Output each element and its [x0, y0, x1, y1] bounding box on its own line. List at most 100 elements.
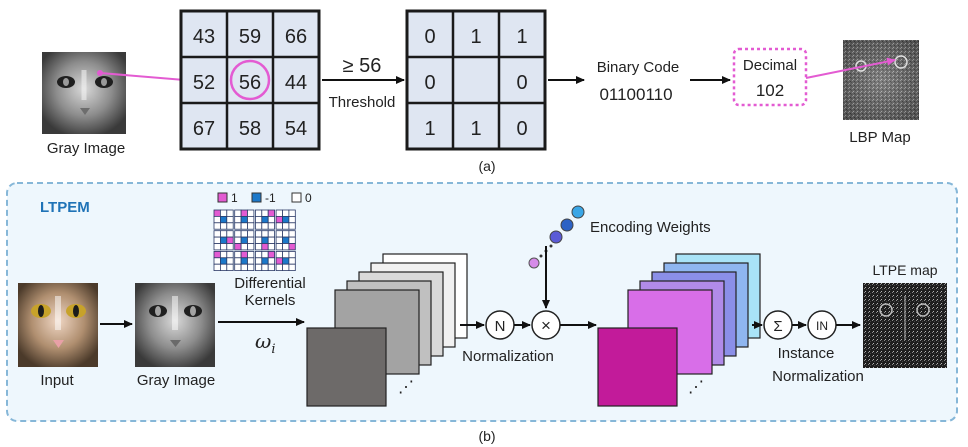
kernel-cell [234, 230, 242, 238]
decimal-value: 102 [756, 81, 784, 100]
kernel-cell [240, 257, 248, 265]
kernel-cell [282, 243, 290, 251]
binary-cell: 1 [516, 26, 527, 48]
encoded-feature-stack [597, 253, 761, 407]
binary-grid: 0 1 1 0 0 1 1 0 [405, 9, 547, 151]
legend-label-zero: 0 [305, 191, 312, 205]
kernel-cell [240, 215, 248, 224]
kernel-cell [226, 250, 234, 259]
kernel-cell [275, 209, 283, 217]
threshold-label: Threshold [329, 94, 396, 111]
kernel-cell [213, 263, 221, 272]
binary-cell: 0 [516, 72, 527, 94]
kernel-cell [219, 215, 228, 224]
grid-cell: 67 [193, 118, 215, 140]
legend-label-positive: 1 [231, 191, 238, 205]
kernel-cell [288, 243, 296, 251]
input-label: Input [40, 372, 74, 389]
kernel-cell [254, 243, 263, 251]
kernel-cell [247, 230, 255, 238]
lbp-map-image [843, 40, 919, 120]
binary-cell: 0 [424, 72, 435, 94]
grid-cell: 54 [285, 118, 307, 140]
binary-cell: 1 [470, 118, 481, 140]
kernel-cell [282, 250, 290, 259]
kernel-cell [240, 250, 248, 259]
kernel-cell [288, 230, 296, 238]
grid-cell: 43 [193, 26, 215, 48]
kernel-cell [219, 222, 228, 230]
kernel-cell [234, 222, 242, 230]
kernel-cell [240, 209, 248, 217]
kernel-cell [261, 230, 269, 238]
kernel-cell [275, 257, 283, 265]
kernel-cell [213, 230, 221, 238]
kernel-cell [219, 263, 228, 272]
kernel-cell [288, 236, 296, 244]
kernel-cell [247, 236, 255, 244]
kernel-cell [226, 263, 234, 272]
kernel-cell [288, 222, 296, 230]
kernel-cell [234, 209, 242, 217]
kernel-cell [267, 222, 276, 230]
kernels-label-line2: Kernels [245, 292, 296, 309]
kernel-cell [240, 236, 248, 244]
kernel-cell [267, 230, 276, 238]
kernel-cell [219, 230, 228, 238]
ellipsis-encoded: ⋰ [688, 379, 704, 396]
grid-cell: 66 [285, 26, 307, 48]
kernel-cell [288, 257, 296, 265]
in-op-label: IN [816, 319, 828, 333]
caption-b: (b) [478, 428, 495, 444]
kernel-cell [219, 236, 228, 244]
caption-a: (a) [478, 158, 495, 174]
kernel-cell [261, 215, 269, 224]
kernel-cell [275, 230, 283, 238]
kernel-cell [267, 257, 276, 265]
gray-image-label-a: Gray Image [47, 140, 125, 157]
grid-cell: 59 [239, 26, 261, 48]
kernel-cell [254, 215, 263, 224]
lbp-map-label: LBP Map [849, 129, 910, 146]
binary-code-label: Binary Code [597, 59, 680, 76]
lbp-pointer-arrow [805, 57, 896, 79]
binary-cell: 1 [470, 26, 481, 48]
threshold-symbol: ≥ 56 [343, 55, 382, 77]
panel-b: LTPEM 1 -1 0 Differential Kernels Input [6, 182, 958, 444]
binary-cell: 0 [424, 26, 435, 48]
kernel-cell [247, 222, 255, 230]
instance-norm-label-line1: Instance [778, 345, 835, 362]
encoding-weights-label: Encoding Weights [590, 219, 711, 236]
kernel-cell [254, 230, 263, 238]
pixel-marker [97, 70, 103, 76]
kernel-cell [213, 250, 221, 259]
kernel-cell [240, 222, 248, 230]
kernel-cell [234, 236, 242, 244]
kernel-cell [226, 215, 234, 224]
mult-op-label: × [541, 316, 551, 335]
kernel-cell [213, 222, 221, 230]
kernel-cell [282, 263, 290, 272]
kernel-cell [275, 243, 283, 251]
kernel-cell [213, 209, 221, 217]
ltpe-map-image [863, 283, 947, 368]
kernel-cell [288, 215, 296, 224]
ellipsis-gray: ⋰ [398, 379, 414, 396]
kernel-cell [234, 263, 242, 272]
kernel-cell [288, 209, 296, 217]
norm-op-label: N [495, 318, 506, 335]
legend-label-negative: -1 [265, 191, 276, 205]
kernel-cell [275, 215, 283, 224]
kernel-cell [240, 243, 248, 251]
kernel-cell [282, 215, 290, 224]
kernel-cell [267, 236, 276, 244]
kernel-cell [282, 209, 290, 217]
kernel-cell [254, 209, 263, 217]
kernel-cell [254, 236, 263, 244]
kernel-cell [234, 250, 242, 259]
kernel-cell [226, 230, 234, 238]
kernel-cell [226, 257, 234, 265]
kernel-cell [234, 257, 242, 265]
kernel-cell [254, 250, 263, 259]
